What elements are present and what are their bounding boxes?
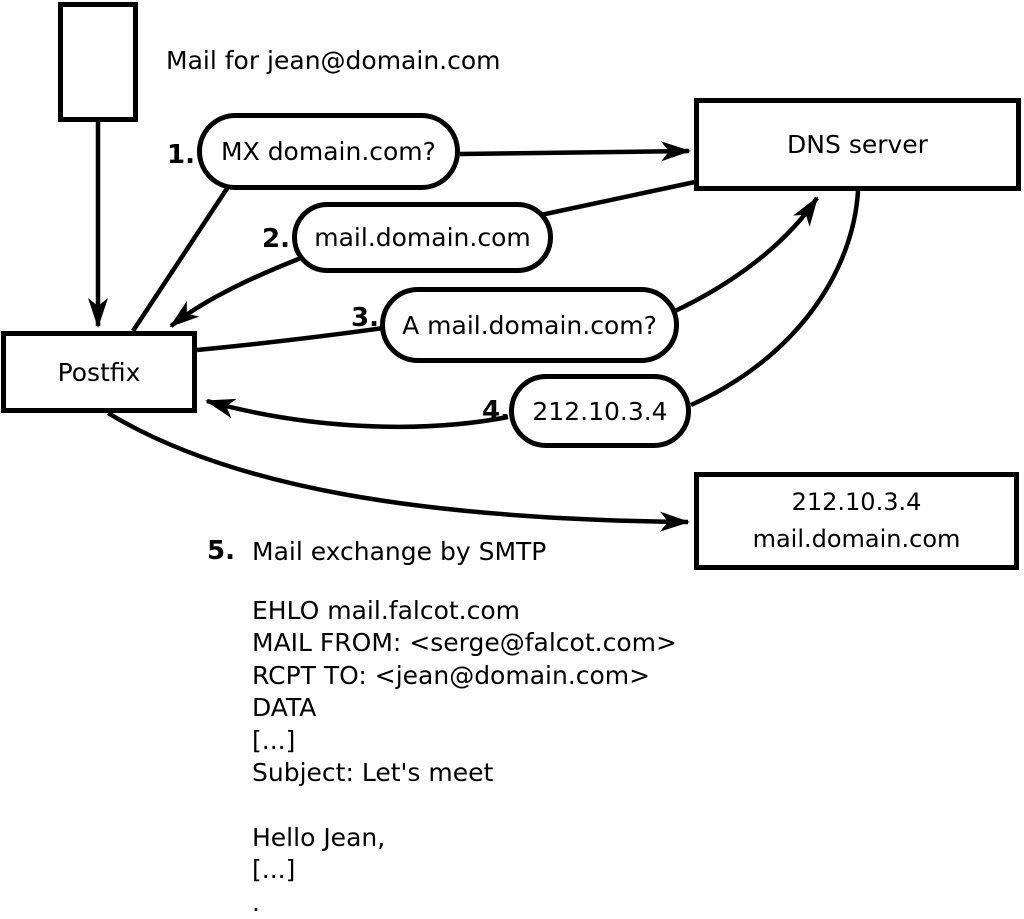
step-pill-mx-response-label: mail.domain.com	[314, 223, 531, 252]
arrow-response2-to-postfix	[169, 255, 302, 328]
destination-hostname: mail.domain.com	[752, 525, 961, 553]
dns-server-box: DNS server	[694, 98, 1021, 191]
dns-server-label: DNS server	[787, 130, 928, 159]
step-number-3: 3.	[351, 303, 379, 333]
step-pill-mx-query-label: MX domain.com?	[221, 137, 436, 166]
destination-lines: 212.10.3.4 mail.domain.com	[753, 484, 961, 558]
step-number-1: 1.	[167, 140, 195, 170]
mail-label: Mail for jean@domain.com	[166, 46, 501, 75]
postfix-label: Postfix	[57, 357, 141, 387]
step-pill-a-query: A mail.domain.com?	[380, 287, 679, 363]
line-dns-to-response2	[535, 179, 696, 219]
step-pill-a-response-label: 212.10.3.4	[532, 396, 668, 426]
destination-box: 212.10.3.4 mail.domain.com	[694, 472, 1019, 570]
smtp-session-text: EHLO mail.falcot.com MAIL FROM: <serge@f…	[252, 596, 677, 917]
step-pill-mx-response: mail.domain.com	[292, 202, 553, 273]
line-dns-to-response4	[690, 190, 861, 408]
step-5-label: Mail exchange by SMTP	[252, 537, 547, 566]
step-number-4: 4.	[482, 396, 510, 426]
step-number-5: 5.	[207, 536, 235, 566]
step-pill-a-query-label: A mail.domain.com?	[402, 310, 657, 340]
mail-message-box	[58, 2, 138, 122]
arrow-response4-to-postfix	[205, 398, 509, 430]
postfix-box: Postfix	[1, 331, 197, 413]
step-number-2: 2.	[262, 224, 290, 254]
arrow-postfix-to-destination-smtp	[106, 411, 690, 532]
line-postfix-to-query1	[131, 185, 230, 333]
arrow-query1-to-dns	[459, 141, 691, 162]
line-postfix-to-query3	[196, 325, 385, 353]
step-pill-a-response: 212.10.3.4	[509, 374, 691, 448]
arrow-query3-to-dns	[674, 196, 819, 314]
destination-ip: 212.10.3.4	[791, 488, 922, 516]
step-pill-mx-query: MX domain.com?	[197, 113, 460, 190]
